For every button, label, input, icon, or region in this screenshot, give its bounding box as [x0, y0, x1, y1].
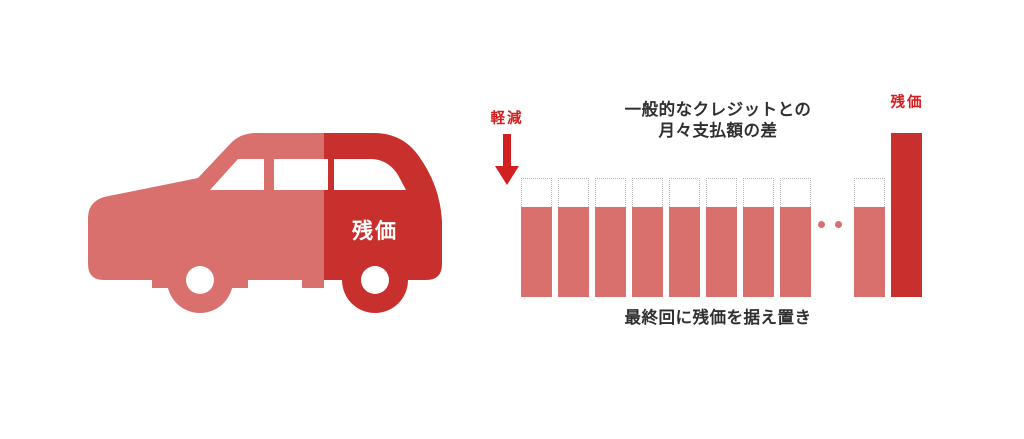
car-residual-value-label: 残価 — [351, 219, 398, 243]
bar-column — [780, 178, 811, 297]
monthly-payment-bar — [558, 207, 589, 297]
ellipsis-dot — [801, 221, 808, 228]
monthly-payment-bar — [854, 207, 885, 297]
reduction-label: 軽減 — [490, 111, 524, 127]
monthly-payment-bar — [743, 207, 774, 297]
car-rear-body — [320, 133, 442, 288]
bar-column — [595, 178, 626, 297]
chart-plot-area — [468, 92, 958, 302]
monthly-payment-bar — [595, 207, 626, 297]
reduction-annotation: 軽減 — [474, 112, 540, 186]
monthly-payment-bar — [706, 207, 737, 297]
ellipsis-dot — [835, 221, 842, 228]
ellipsis-dot — [818, 221, 825, 228]
monthly-payment-bar — [632, 207, 663, 297]
bar-column — [743, 178, 774, 297]
bar-column — [521, 178, 552, 297]
bar-column — [558, 178, 589, 297]
car-icon: 残価 — [88, 133, 442, 313]
monthly-payment-bar — [669, 207, 700, 297]
residual-value-chart-label: 残価 — [890, 95, 924, 111]
car-rear-wheel — [342, 247, 408, 313]
bar-column — [706, 178, 737, 297]
car-front-body — [88, 133, 324, 288]
bar-column — [854, 178, 885, 297]
ellipsis-icon — [801, 221, 842, 228]
chart-caption: 最終回に残価を据え置き — [624, 308, 812, 327]
chart-title-line-2: 月々支払額の差 — [658, 121, 778, 141]
bar-column-residual — [891, 133, 922, 297]
monthly-payment-bar — [521, 207, 552, 297]
residual-value-bar — [891, 133, 922, 297]
bar-column — [669, 178, 700, 297]
car-front-wheel — [167, 247, 233, 313]
payment-comparison-chart: 一般的なクレジットとの 月々支払額の差 残価 軽減 — [468, 92, 958, 342]
chart-title: 一般的なクレジットとの 月々支払額の差 — [578, 99, 858, 141]
down-arrow-icon — [495, 133, 519, 185]
car-illustration: 残価 — [88, 130, 448, 315]
bar-column — [632, 178, 663, 297]
chart-title-line-1: 一般的なクレジットとの — [624, 100, 812, 119]
